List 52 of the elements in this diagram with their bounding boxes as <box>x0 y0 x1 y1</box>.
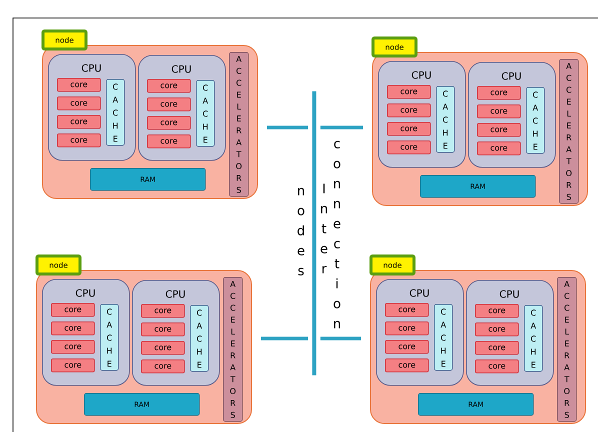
cache-box: CACHE <box>190 305 209 372</box>
core-box: core <box>51 358 95 372</box>
core-box: core <box>385 340 429 354</box>
accelerators-box: ACCELERATORS <box>229 52 249 197</box>
cache-box: CACHE <box>196 80 215 147</box>
core-box: core <box>475 360 519 374</box>
core-box: core <box>147 98 191 112</box>
core-box: core <box>141 360 185 374</box>
vertical-label: Inter <box>320 184 328 274</box>
core-box: core <box>51 340 95 354</box>
core-box: core <box>385 322 429 336</box>
connector-line <box>320 126 363 130</box>
cache-box: CACHE <box>106 79 125 146</box>
core-box: core <box>387 104 431 118</box>
core-box: core <box>475 341 519 355</box>
core-box: core <box>385 358 429 372</box>
core-box: core <box>141 322 185 336</box>
core-box: core <box>57 78 101 92</box>
core-box: core <box>475 304 519 318</box>
core-box: core <box>141 341 185 355</box>
connector-line <box>267 126 308 130</box>
core-box: core <box>57 134 101 148</box>
cache-box: CACHE <box>100 304 119 371</box>
core-box: core <box>387 85 431 99</box>
cache-box: CACHE <box>436 86 455 153</box>
cache-box: CACHE <box>434 304 453 371</box>
core-box: core <box>477 123 521 137</box>
core-box: core <box>477 104 521 118</box>
accelerators-box: ACCELERATORS <box>223 277 243 422</box>
core-box: core <box>477 142 521 156</box>
core-box: core <box>477 86 521 100</box>
accelerators-box: ACCELERATORS <box>557 277 577 422</box>
core-box: core <box>387 140 431 154</box>
connector-line <box>320 336 361 340</box>
core-box: core <box>475 322 519 336</box>
vertical-label: connection <box>334 140 340 328</box>
core-box: core <box>147 79 191 93</box>
cache-box: CACHE <box>524 305 543 372</box>
core-box: core <box>147 134 191 148</box>
core-box: core <box>387 122 431 136</box>
interconnect-bar <box>312 91 316 376</box>
core-box: core <box>51 303 95 317</box>
core-box: core <box>141 304 185 318</box>
core-box: core <box>385 303 429 317</box>
core-box: core <box>51 322 95 336</box>
core-box: core <box>57 96 101 110</box>
core-box: core <box>147 116 191 130</box>
cache-box: CACHE <box>526 87 545 154</box>
connector-line <box>261 336 308 340</box>
vertical-label: nodes <box>298 188 304 276</box>
accelerators-box: ACCELERATORS <box>559 59 579 204</box>
core-box: core <box>57 115 101 129</box>
